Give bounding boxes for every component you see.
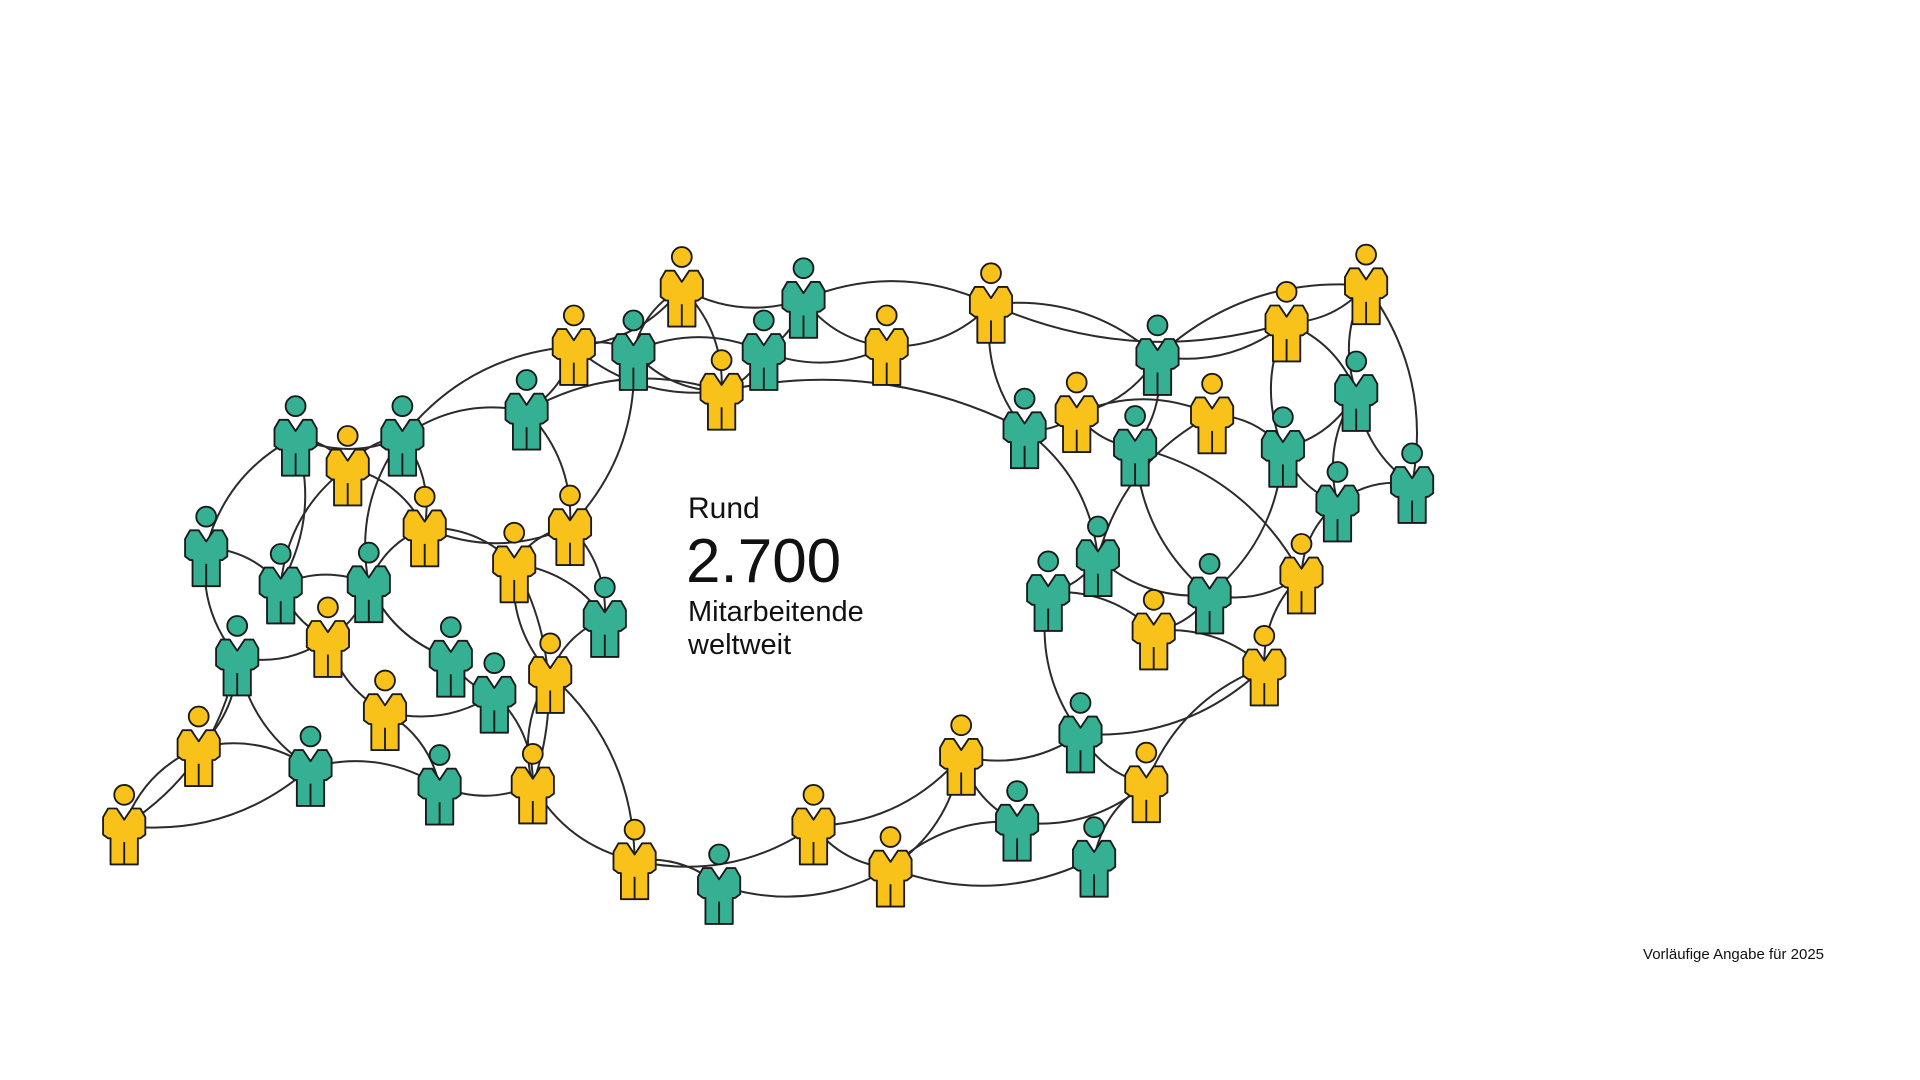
person-icon <box>1058 692 1103 774</box>
person-icon <box>1131 588 1176 671</box>
person-icon <box>492 521 537 604</box>
connection-line <box>990 303 1287 343</box>
person-icon <box>510 742 555 825</box>
person-icon <box>659 246 704 328</box>
person-icon <box>699 349 744 431</box>
person-icon <box>995 780 1040 862</box>
connection-line <box>1080 666 1265 736</box>
person-icon <box>1113 405 1158 487</box>
caption-line-1: Mitarbeitende <box>688 595 864 628</box>
person-icon <box>864 304 909 386</box>
connection-line <box>990 301 1159 358</box>
person-icon <box>380 395 425 477</box>
person-icon <box>362 669 408 752</box>
person-icon <box>1344 243 1389 326</box>
person-icon <box>1315 461 1360 543</box>
person-icon <box>1260 406 1305 488</box>
person-icon <box>697 843 742 925</box>
person-icon <box>428 616 473 698</box>
person-icon <box>939 714 984 796</box>
person-icon <box>1390 442 1435 524</box>
connection-line <box>1134 446 1303 576</box>
person-icon <box>1279 533 1324 615</box>
connection-line <box>890 857 1095 887</box>
person-icon <box>612 818 657 901</box>
caption-prefix: Rund <box>688 492 760 525</box>
person-icon <box>1054 371 1099 454</box>
person-icon <box>1124 741 1169 824</box>
person-icon <box>611 309 656 391</box>
caption-line-2: weltweit <box>688 628 792 661</box>
person-icon <box>1002 387 1047 470</box>
person-icon <box>1334 350 1379 432</box>
employee-count: 2.700 <box>686 526 842 596</box>
person-icon <box>582 576 627 658</box>
person-icon <box>1135 314 1180 396</box>
person-icon <box>1264 280 1309 363</box>
person-icon <box>215 615 260 697</box>
person-icon <box>305 596 350 678</box>
person-icon <box>741 309 786 391</box>
person-icon <box>258 543 303 625</box>
person-icon <box>781 257 826 339</box>
footnote: Vorläufige Angabe für 2025 <box>1643 946 1824 963</box>
person-icon <box>273 395 318 477</box>
connection-line <box>634 825 815 868</box>
connection-line <box>1156 283 1367 358</box>
person-icon <box>176 705 221 788</box>
person-icon <box>417 744 462 826</box>
person-icon <box>968 262 1014 344</box>
connection-line <box>124 766 312 829</box>
people-icons <box>102 243 1435 925</box>
person-icon <box>288 725 333 807</box>
person-icon <box>551 304 596 386</box>
person-icon <box>184 505 229 588</box>
person-icon <box>102 783 147 866</box>
connection-line <box>813 755 962 827</box>
connection-line <box>718 867 891 898</box>
person-icon <box>346 541 391 624</box>
person-icon <box>868 826 913 908</box>
person-icon <box>1242 624 1287 707</box>
person-icon <box>1187 552 1232 635</box>
person-icon <box>472 652 517 734</box>
person-icon <box>1072 816 1117 898</box>
person-icon <box>1075 515 1120 598</box>
connection-line <box>803 280 992 306</box>
connection-line <box>401 345 574 438</box>
person-icon <box>547 484 593 567</box>
employee-count-block: Rund 2.700 Mitarbeitende weltweit <box>686 492 864 662</box>
person-icon <box>402 485 447 568</box>
person-icon <box>791 783 836 866</box>
person-icon <box>1026 550 1071 632</box>
person-icon <box>528 632 573 714</box>
person-icon <box>1190 372 1235 455</box>
person-icon <box>504 369 549 451</box>
person-icon <box>325 425 370 507</box>
